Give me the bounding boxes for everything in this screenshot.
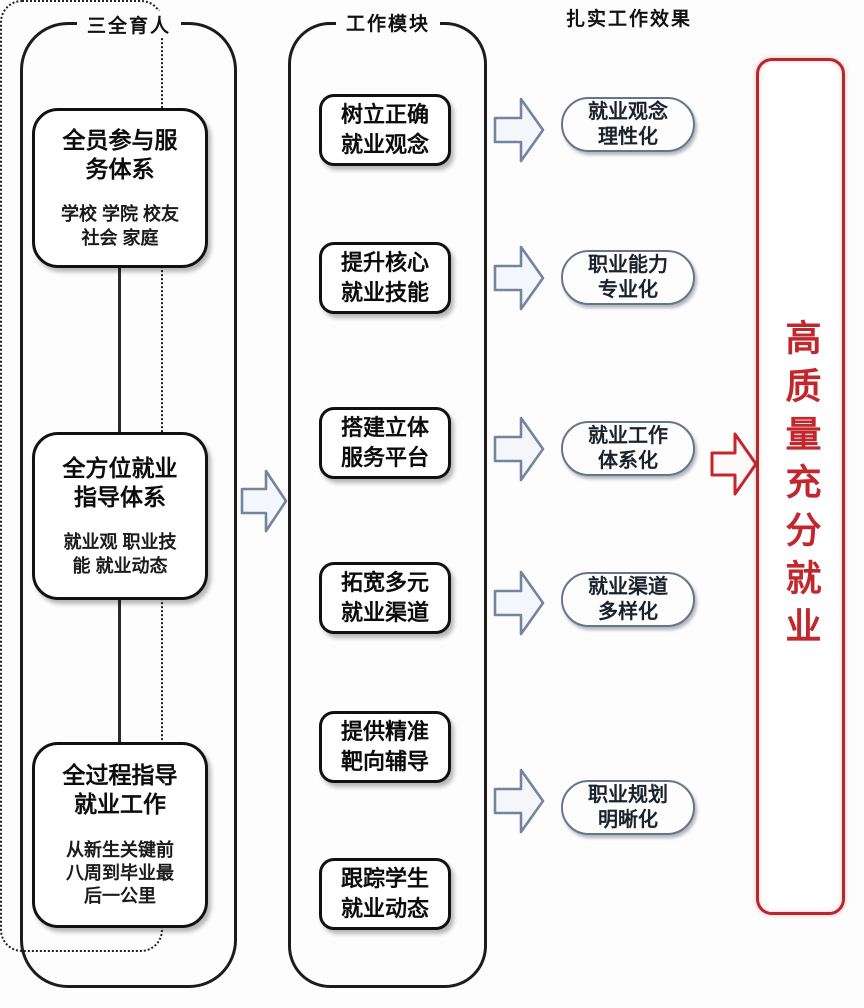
effect-pill-2: 职业能力 专业化 [561, 250, 695, 305]
effects-header: 扎实工作效果 [555, 4, 703, 31]
pillar-box-all-round: 全方位就业 指导体系 就业观 职业技 能 就业动态 [32, 432, 208, 600]
arrow-right-icon [240, 469, 288, 533]
module-box-5: 提供精准 靶向辅导 [319, 711, 451, 783]
module-box-6: 跟踪学生 就业动态 [319, 858, 451, 930]
pillar-box-title: 全过程指导 就业工作 [62, 762, 178, 817]
pillars-header: 三全育人 [76, 11, 182, 38]
effect-pill-4: 就业渠道 多样化 [561, 572, 695, 627]
arrow-right-icon [493, 245, 545, 311]
arrow-right-icon [493, 97, 545, 163]
modules-header: 工作模块 [335, 9, 441, 36]
goal-label: 高质量充分就业 [780, 318, 822, 655]
pillar-box-subtitle: 学校 学院 校友 社会 家庭 [60, 204, 179, 248]
arrow-right-red-icon [710, 432, 758, 496]
pillar-box-title: 全员参与服 务体系 [62, 126, 178, 182]
goal-box: 高质量充分就业 [756, 58, 845, 915]
arrow-right-icon [493, 768, 545, 834]
pillar-box-subtitle: 就业观 职业技 能 就业动态 [63, 532, 177, 576]
pillar-box-all-staff: 全员参与服 务体系 学校 学院 校友 社会 家庭 [32, 108, 208, 268]
module-box-1: 树立正确 就业观念 [319, 94, 451, 166]
module-box-2: 提升核心 就业技能 [319, 242, 451, 314]
module-box-4: 拓宽多元 就业渠道 [319, 562, 451, 634]
pillar-box-whole-process: 全过程指导 就业工作 从新生关键前 八周到毕业最 后一公里 [32, 742, 208, 928]
effect-pill-3: 就业工作 体系化 [561, 421, 695, 476]
pillar-box-subtitle: 从新生关键前 八周到毕业最 后一公里 [66, 839, 174, 907]
arrow-right-icon [493, 416, 545, 482]
module-box-3: 搭建立体 服务平台 [319, 407, 451, 479]
modules-panel [288, 22, 487, 988]
pillar-box-title: 全方位就业 指导体系 [62, 454, 178, 510]
effect-pill-5: 职业规划 明晰化 [561, 780, 695, 835]
arrow-right-icon [493, 570, 545, 636]
effect-pill-1: 就业观念 理性化 [561, 97, 695, 152]
